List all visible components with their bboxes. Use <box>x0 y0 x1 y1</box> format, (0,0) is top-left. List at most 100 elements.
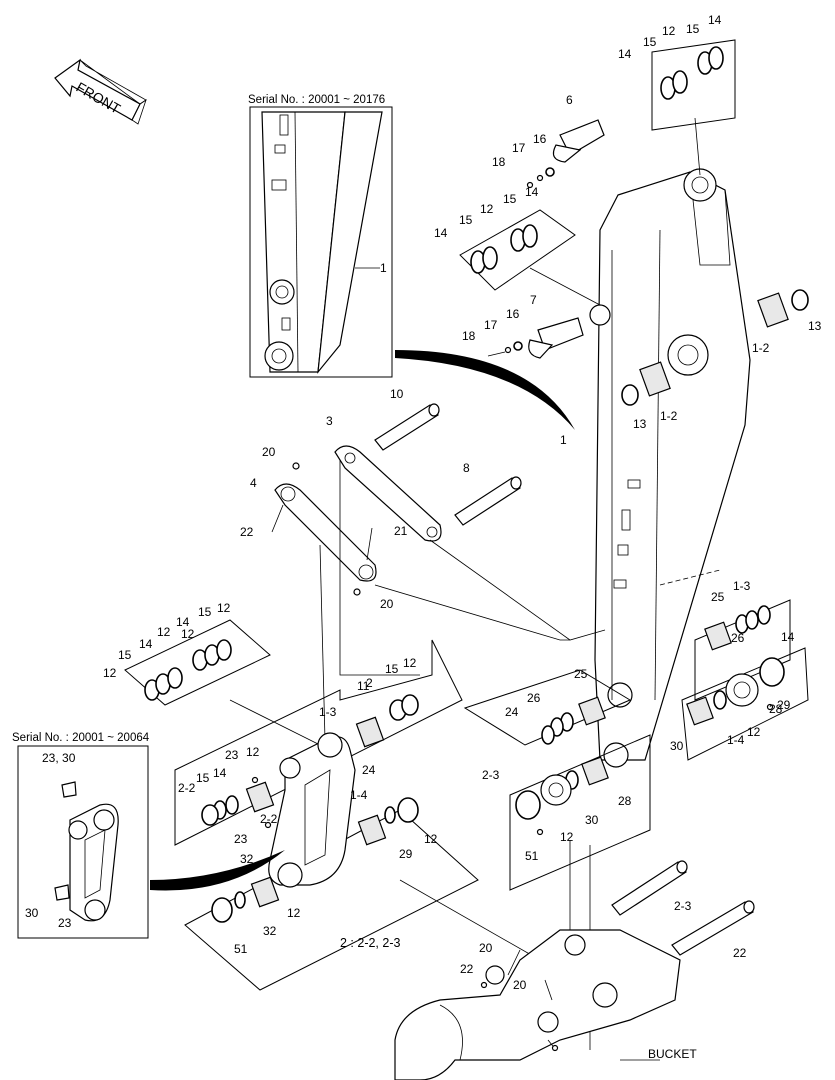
callout-15: 15 <box>643 35 657 49</box>
callout-23: 23 <box>234 832 248 846</box>
callout-14: 14 <box>139 637 153 651</box>
callout-12: 12 <box>480 202 494 216</box>
bucket <box>394 929 681 1080</box>
callout-15: 15 <box>196 771 210 785</box>
callout-1-3: 1-3 <box>319 705 337 719</box>
callout-12: 12 <box>181 627 195 641</box>
link-4 <box>271 462 377 596</box>
callout-29: 29 <box>777 698 791 712</box>
callout-15: 15 <box>686 22 700 36</box>
callout-13: 13 <box>633 417 647 431</box>
callout-15: 15 <box>198 605 212 619</box>
callout-25: 25 <box>711 590 725 604</box>
callout-14: 14 <box>434 226 448 240</box>
callout-12: 12 <box>662 24 676 38</box>
callout-22: 22 <box>733 946 747 960</box>
callout-12: 12 <box>747 725 761 739</box>
callout-17: 17 <box>484 318 498 332</box>
callout-6: 6 <box>566 93 573 107</box>
callout-32: 32 <box>240 852 254 866</box>
front-arrow: FRONT <box>54 58 147 125</box>
callout-17: 17 <box>512 141 526 155</box>
callout-15: 15 <box>503 192 517 206</box>
middle-lower-box <box>463 669 632 746</box>
link-inset-label-b: 30 <box>25 906 39 920</box>
callout-2-2: 2-2 <box>178 781 196 795</box>
callout-12: 12 <box>403 656 417 670</box>
callout-16: 16 <box>506 307 520 321</box>
callout-7: 7 <box>530 293 537 307</box>
callout-15: 15 <box>385 662 399 676</box>
arm-connector <box>395 350 575 430</box>
callout-12: 12 <box>424 832 438 846</box>
callout-12: 12 <box>217 601 231 615</box>
caption: 2 : 2-2, 2-3 <box>340 936 400 950</box>
callout-22: 22 <box>240 525 254 539</box>
callout-14: 14 <box>708 13 722 27</box>
right-lower-box <box>681 647 809 761</box>
link-box <box>174 639 463 846</box>
callout-30: 30 <box>585 813 599 827</box>
callout-20: 20 <box>262 445 276 459</box>
callout-21: 21 <box>394 524 408 538</box>
callout-28: 28 <box>769 702 783 716</box>
link-inset-label-a: 23, 30 <box>42 751 76 765</box>
callout-51: 51 <box>525 849 539 863</box>
callout-15: 15 <box>459 213 473 227</box>
callout-2-3: 2-3 <box>674 899 692 913</box>
callout-1-2: 1-2 <box>660 409 678 423</box>
ring-13-left <box>621 384 639 406</box>
bushing-1-2-right <box>757 292 789 328</box>
pin-6 <box>526 119 605 189</box>
callout-51: 51 <box>234 942 248 956</box>
callout-28: 28 <box>618 794 632 808</box>
link-inset-label-c: 23 <box>58 916 72 930</box>
callout-12: 12 <box>103 666 117 680</box>
bucket-label: BUCKET <box>648 1047 697 1061</box>
callout-2-3: 2-3 <box>482 768 500 782</box>
callout-14: 14 <box>213 766 227 780</box>
callout-3: 3 <box>326 414 333 428</box>
callout-23: 23 <box>225 748 239 762</box>
callout-29: 29 <box>399 847 413 861</box>
callout-14: 14 <box>176 615 190 629</box>
callout-10: 10 <box>390 387 404 401</box>
callout-18: 18 <box>462 329 476 343</box>
arm <box>589 168 751 768</box>
callout-8: 8 <box>463 461 470 475</box>
top-seal-box <box>651 39 736 176</box>
bushing-1-2-left <box>639 361 671 397</box>
link-2 <box>201 694 419 923</box>
callout-20: 20 <box>380 597 394 611</box>
callout-2-2: 2-2 <box>260 812 278 826</box>
callout-12: 12 <box>246 745 260 759</box>
callout-16: 16 <box>533 132 547 146</box>
callout-12: 12 <box>287 906 301 920</box>
callout-13: 13 <box>808 319 822 333</box>
left-seal-box <box>124 619 321 746</box>
pin-7 <box>487 317 584 359</box>
callout-11: 11 <box>357 679 370 693</box>
callout-1-4: 1-4 <box>727 733 745 747</box>
pin-10 <box>374 403 440 451</box>
callout-1: 1 <box>560 433 567 447</box>
pin-51-lower <box>671 900 755 956</box>
callout-26: 26 <box>731 631 745 645</box>
link-3 <box>334 445 442 542</box>
right-upper-box <box>694 599 791 701</box>
arm-inset-title: Serial No. : 20001 ~ 20176 <box>248 94 385 106</box>
callout-24: 24 <box>362 763 376 777</box>
pin-8 <box>454 476 522 526</box>
arm-inset: Serial No. : 20001 ~ 20176 1 <box>248 94 393 378</box>
callout-18: 18 <box>492 155 506 169</box>
callout-1-2: 1-2 <box>752 341 770 355</box>
callout-1-4: 1-4 <box>350 788 368 802</box>
bottom-mid-box <box>509 734 651 891</box>
callout-12: 12 <box>560 830 574 844</box>
pin-51-upper <box>611 860 688 916</box>
upper-seal-box <box>459 209 601 306</box>
arm-inset-label: 1 <box>380 261 387 275</box>
link-inset: Serial No. : 20001 ~ 20064 23, 30 30 23 <box>12 732 150 939</box>
callout-15: 15 <box>118 648 132 662</box>
